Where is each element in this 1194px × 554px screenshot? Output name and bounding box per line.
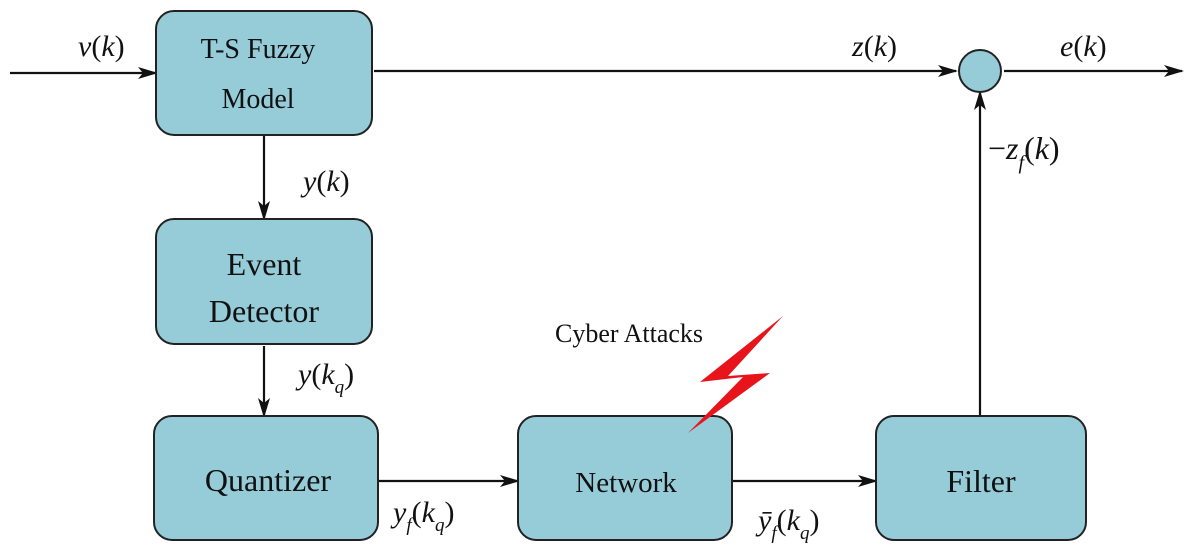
signal-yf-kq: yf(kq)	[390, 496, 454, 536]
signal-v-k: v(k)	[78, 30, 125, 63]
ts-fuzzy-model-block: T-S Fuzzy Model	[155, 10, 373, 136]
event-detector-label-line1: Event	[227, 246, 302, 282]
signal-z-k: z(k)	[851, 30, 897, 63]
signal-e-k: e(k)	[1060, 30, 1107, 63]
event-detector-block: Event Detector	[155, 218, 373, 345]
summing-junction	[958, 49, 1002, 93]
filter-label: Filter	[946, 463, 1016, 499]
signal-ybar-f-kq: ȳf(kq)	[755, 504, 819, 544]
cyber-attacks-label: Cyber Attacks	[555, 319, 703, 348]
ts-fuzzy-label-line2: Model	[221, 84, 294, 115]
ts-fuzzy-label-line1: T-S Fuzzy	[201, 34, 316, 65]
network-block: Network	[517, 415, 733, 541]
signal-minus-zf-k: −zf(k)	[988, 130, 1060, 174]
lightning-icon	[688, 316, 783, 433]
quantizer-block: Quantizer	[153, 415, 379, 541]
signal-y-k: y(k)	[300, 165, 350, 198]
signal-y-kq: y(kq)	[295, 358, 354, 398]
network-label: Network	[575, 467, 677, 499]
event-detector-label-line2: Detector	[209, 293, 320, 329]
quantizer-label: Quantizer	[205, 462, 332, 498]
filter-block: Filter	[875, 415, 1087, 541]
